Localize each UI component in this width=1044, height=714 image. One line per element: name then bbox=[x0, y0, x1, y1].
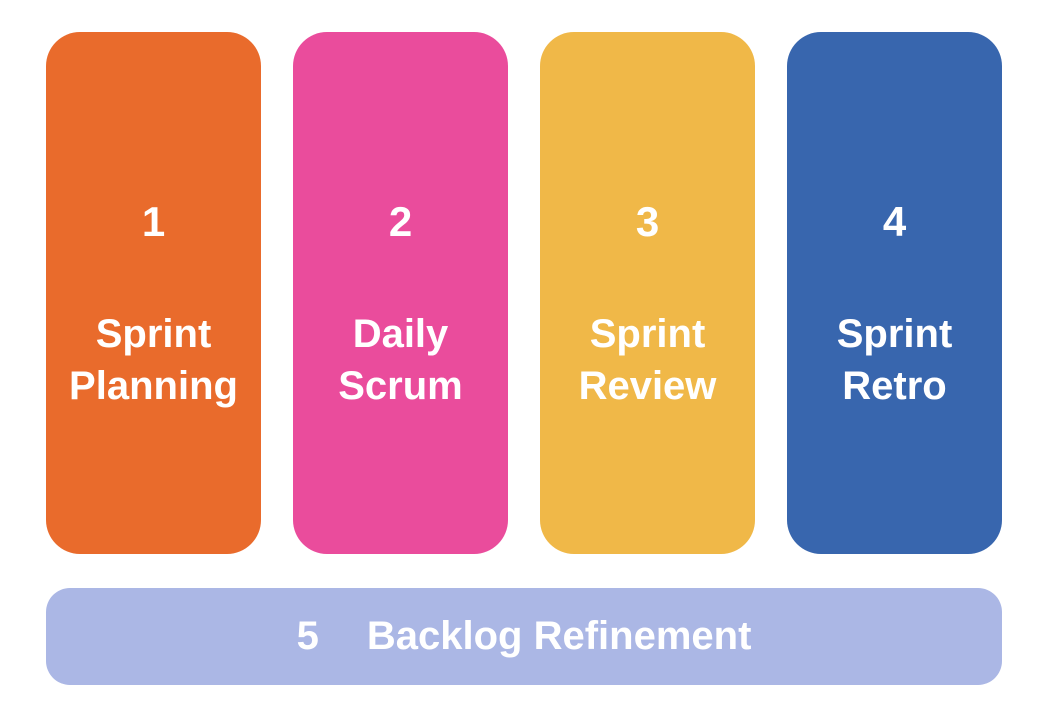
step-label-line: Sprint bbox=[836, 312, 953, 356]
step-number: 3 bbox=[635, 198, 660, 245]
step-label-line: Sprint bbox=[589, 312, 706, 356]
step-number: 4 bbox=[882, 198, 907, 245]
step-label: Sprint Review bbox=[579, 308, 717, 412]
bar-backlog-refinement: 5 Backlog Refinement bbox=[46, 588, 1002, 685]
step-label-line: Retro bbox=[842, 364, 947, 408]
steps-row: 1 Sprint Planning 2 Daily Scrum 3 Sprint… bbox=[46, 32, 1002, 554]
column-sprint-review: 3 Sprint Review bbox=[540, 32, 755, 554]
step-number: 2 bbox=[388, 198, 413, 245]
step-label: Sprint Retro bbox=[837, 308, 953, 412]
step-label-line: Review bbox=[578, 364, 717, 408]
step-label: Sprint Planning bbox=[69, 308, 238, 412]
step-label-line: Daily bbox=[352, 312, 449, 356]
step-number: 5 bbox=[296, 614, 319, 658]
column-sprint-planning: 1 Sprint Planning bbox=[46, 32, 261, 554]
step-label-line: Scrum bbox=[338, 364, 463, 408]
column-sprint-retro: 4 Sprint Retro bbox=[787, 32, 1002, 554]
step-label: Backlog Refinement bbox=[366, 614, 752, 658]
step-label-line: Planning bbox=[69, 364, 238, 408]
step-label: Daily Scrum bbox=[338, 308, 463, 412]
step-label-line: Sprint bbox=[95, 312, 212, 356]
step-number: 1 bbox=[141, 198, 166, 245]
column-daily-scrum: 2 Daily Scrum bbox=[293, 32, 508, 554]
